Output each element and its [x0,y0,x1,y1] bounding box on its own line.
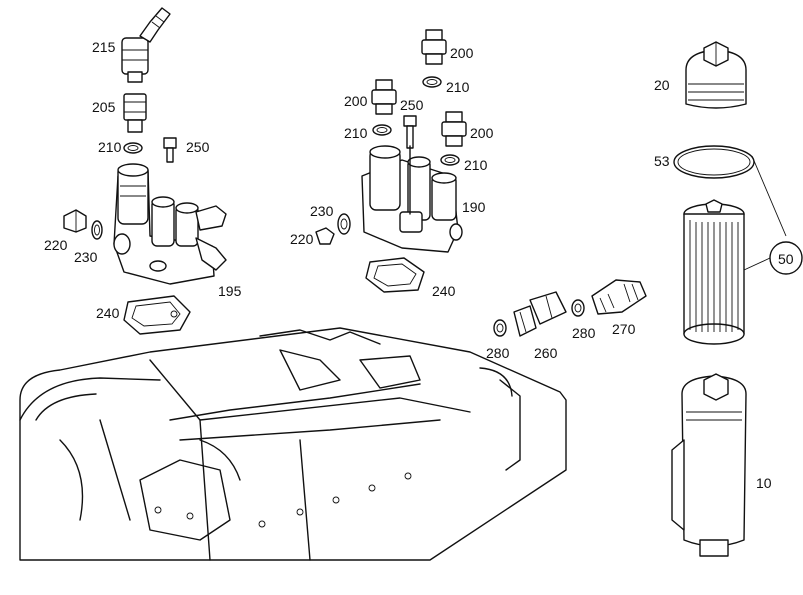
label-210-left-center: 210 [344,125,368,141]
leader-lines-50 [743,155,803,275]
label-53: 53 [654,153,670,169]
label-210-right: 210 [464,157,488,173]
seal-ring-280-right [571,299,585,317]
label-10: 10 [756,475,772,491]
seal-ring-230-center [337,213,351,235]
filter-element-50 [683,199,745,345]
fitting-215 [121,7,171,83]
label-200-right: 200 [470,125,494,141]
plug-220-left [63,209,87,233]
gasket-240-left [123,295,191,335]
label-20: 20 [654,77,670,93]
label-190: 190 [462,199,486,215]
adapter-260 [513,291,567,337]
label-240-center: 240 [432,283,456,299]
label-220-left: 220 [44,237,68,253]
seal-ring-230-left [91,220,103,240]
label-240-left: 240 [96,305,120,321]
label-250-left: 250 [186,139,210,155]
seal-ring-210-right [440,154,460,166]
gasket-240-center [365,257,425,293]
label-270: 270 [612,321,636,337]
filter-cap-20 [685,41,747,109]
label-200-top: 200 [450,45,474,61]
label-215: 215 [92,39,116,55]
housing-190 [361,145,463,253]
plug-220-center [315,227,335,245]
seal-ring-210-left-center [372,124,392,136]
label-260: 260 [534,345,558,361]
label-210-top: 210 [446,79,470,95]
fitting-200-top [421,29,447,65]
seal-ring-280-left [493,319,507,337]
label-230-center: 230 [310,203,334,219]
bolt-250-left [163,137,177,163]
housing-195 [113,163,227,285]
label-280-right: 280 [572,325,596,341]
seal-ring-210-top [422,76,442,88]
label-280-left: 280 [486,345,510,361]
label-195: 195 [218,283,242,299]
engine-block [19,327,567,561]
fitting-200-right [441,111,467,147]
fitting-200-left [371,79,397,115]
label-210-left: 210 [98,139,122,155]
label-220-center: 220 [290,231,314,247]
connector-270 [591,279,647,315]
label-230-left: 230 [74,249,98,265]
fitting-205 [123,93,147,133]
label-250-center: 250 [400,97,424,113]
label-50: 50 [778,251,794,267]
part-labels: 215 205 210 250 220 230 195 240 200 210 … [44,39,794,491]
seal-ring-210-left [123,142,143,154]
filter-housing-10 [671,373,747,557]
label-205: 205 [92,99,116,115]
bolt-250-center [403,115,417,149]
label-200-left: 200 [344,93,368,109]
o-ring-53 [673,145,755,179]
